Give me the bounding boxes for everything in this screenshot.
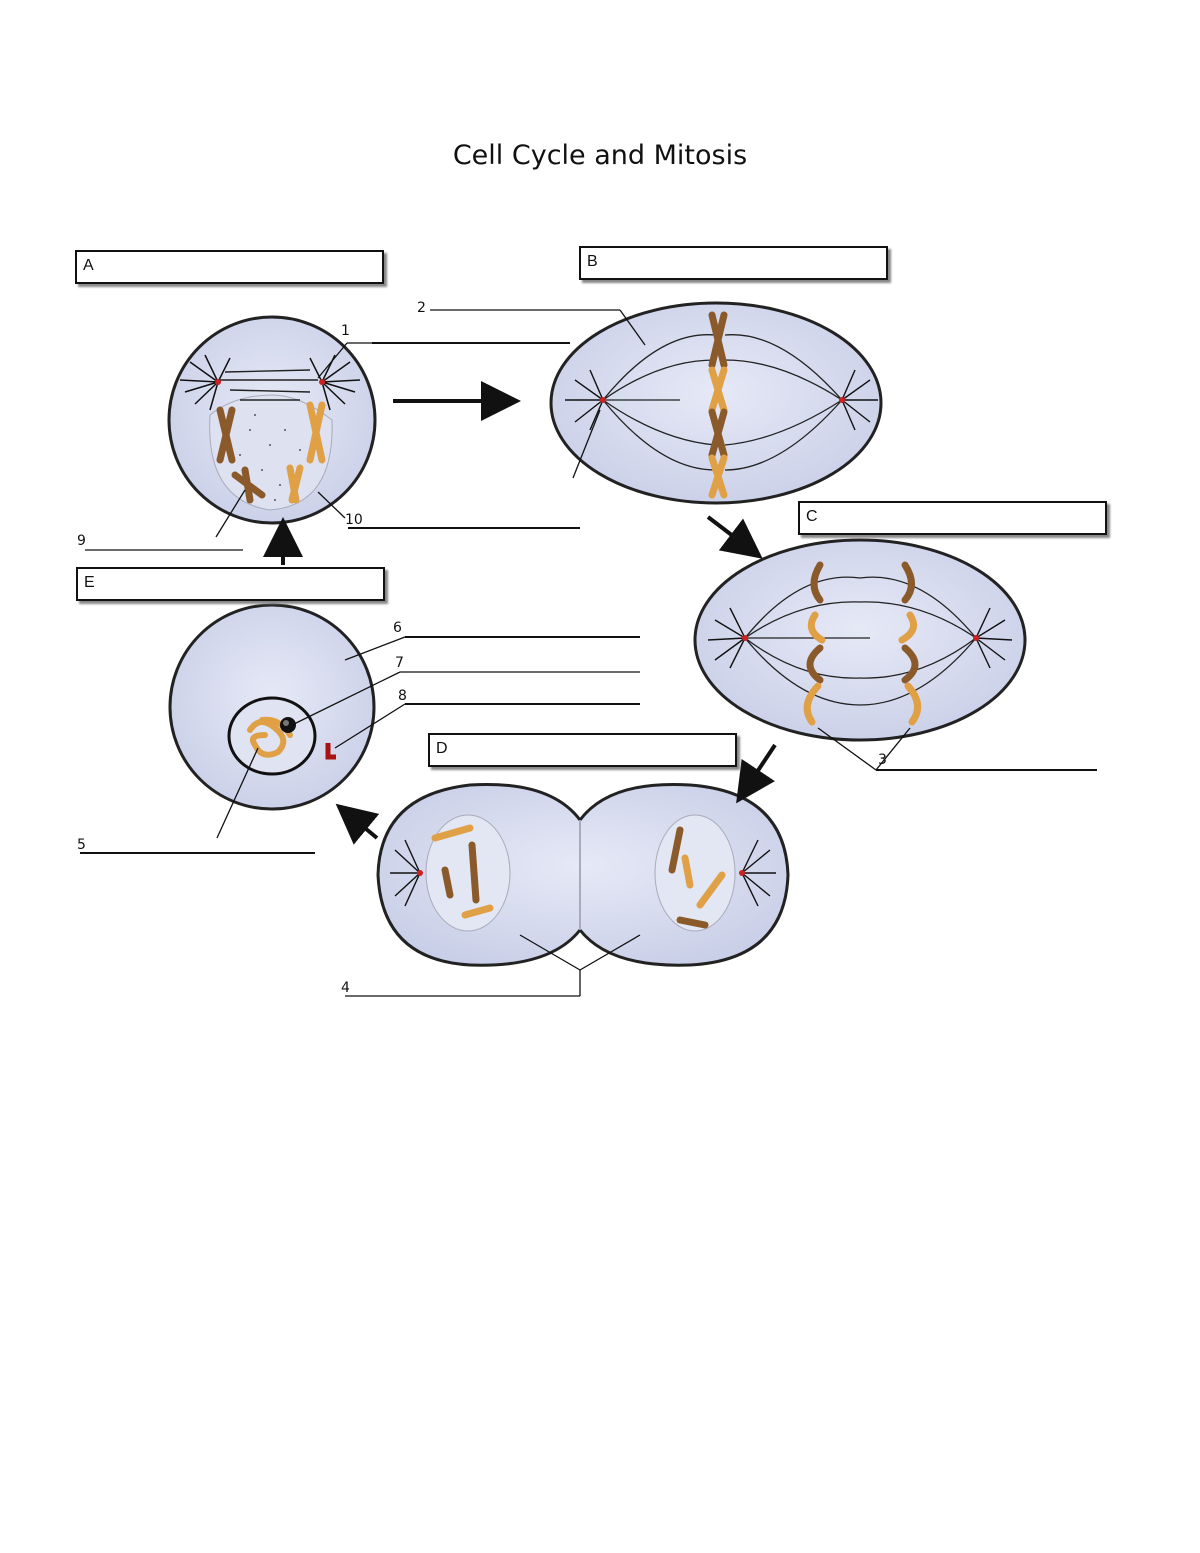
centrosome-a-right	[309, 354, 361, 411]
stage-box-e-letter: E	[84, 574, 95, 591]
cell-e	[168, 603, 376, 811]
stage-box-b[interactable]: B	[579, 246, 888, 280]
stage-box-a-letter: A	[83, 257, 94, 274]
label-number-5: 5	[77, 837, 86, 853]
cell-d	[376, 782, 790, 967]
label-number-4: 4	[341, 980, 350, 996]
arrow-b-to-c	[706, 515, 763, 559]
arrow-c-to-d	[736, 743, 777, 804]
cell-c	[693, 538, 1027, 742]
label-number-9: 9	[77, 533, 86, 549]
centrosome-a-left	[179, 354, 231, 411]
stage-box-a[interactable]: A	[75, 250, 384, 284]
stage-box-d-letter: D	[436, 740, 448, 757]
label-number-1: 1	[341, 323, 350, 339]
label-number-10: 10	[345, 512, 363, 528]
stage-box-b-letter: B	[587, 253, 598, 270]
stage-box-d[interactable]: D	[428, 733, 737, 767]
page-title: Cell Cycle and Mitosis	[452, 140, 748, 171]
label-number-8: 8	[398, 688, 407, 704]
label-number-2: 2	[417, 300, 426, 316]
label-number-3: 3	[878, 752, 887, 768]
stage-box-c[interactable]: C	[798, 501, 1107, 535]
label-number-7: 7	[395, 655, 404, 671]
cell-a	[167, 315, 377, 525]
stage-box-e[interactable]: E	[76, 567, 385, 601]
cell-b	[549, 301, 883, 505]
cycle-arrows	[263, 381, 777, 845]
stage-box-c-letter: C	[806, 508, 818, 525]
label-number-6: 6	[393, 620, 402, 636]
label-lines	[80, 309, 1097, 997]
arrow-d-to-e	[335, 803, 380, 845]
